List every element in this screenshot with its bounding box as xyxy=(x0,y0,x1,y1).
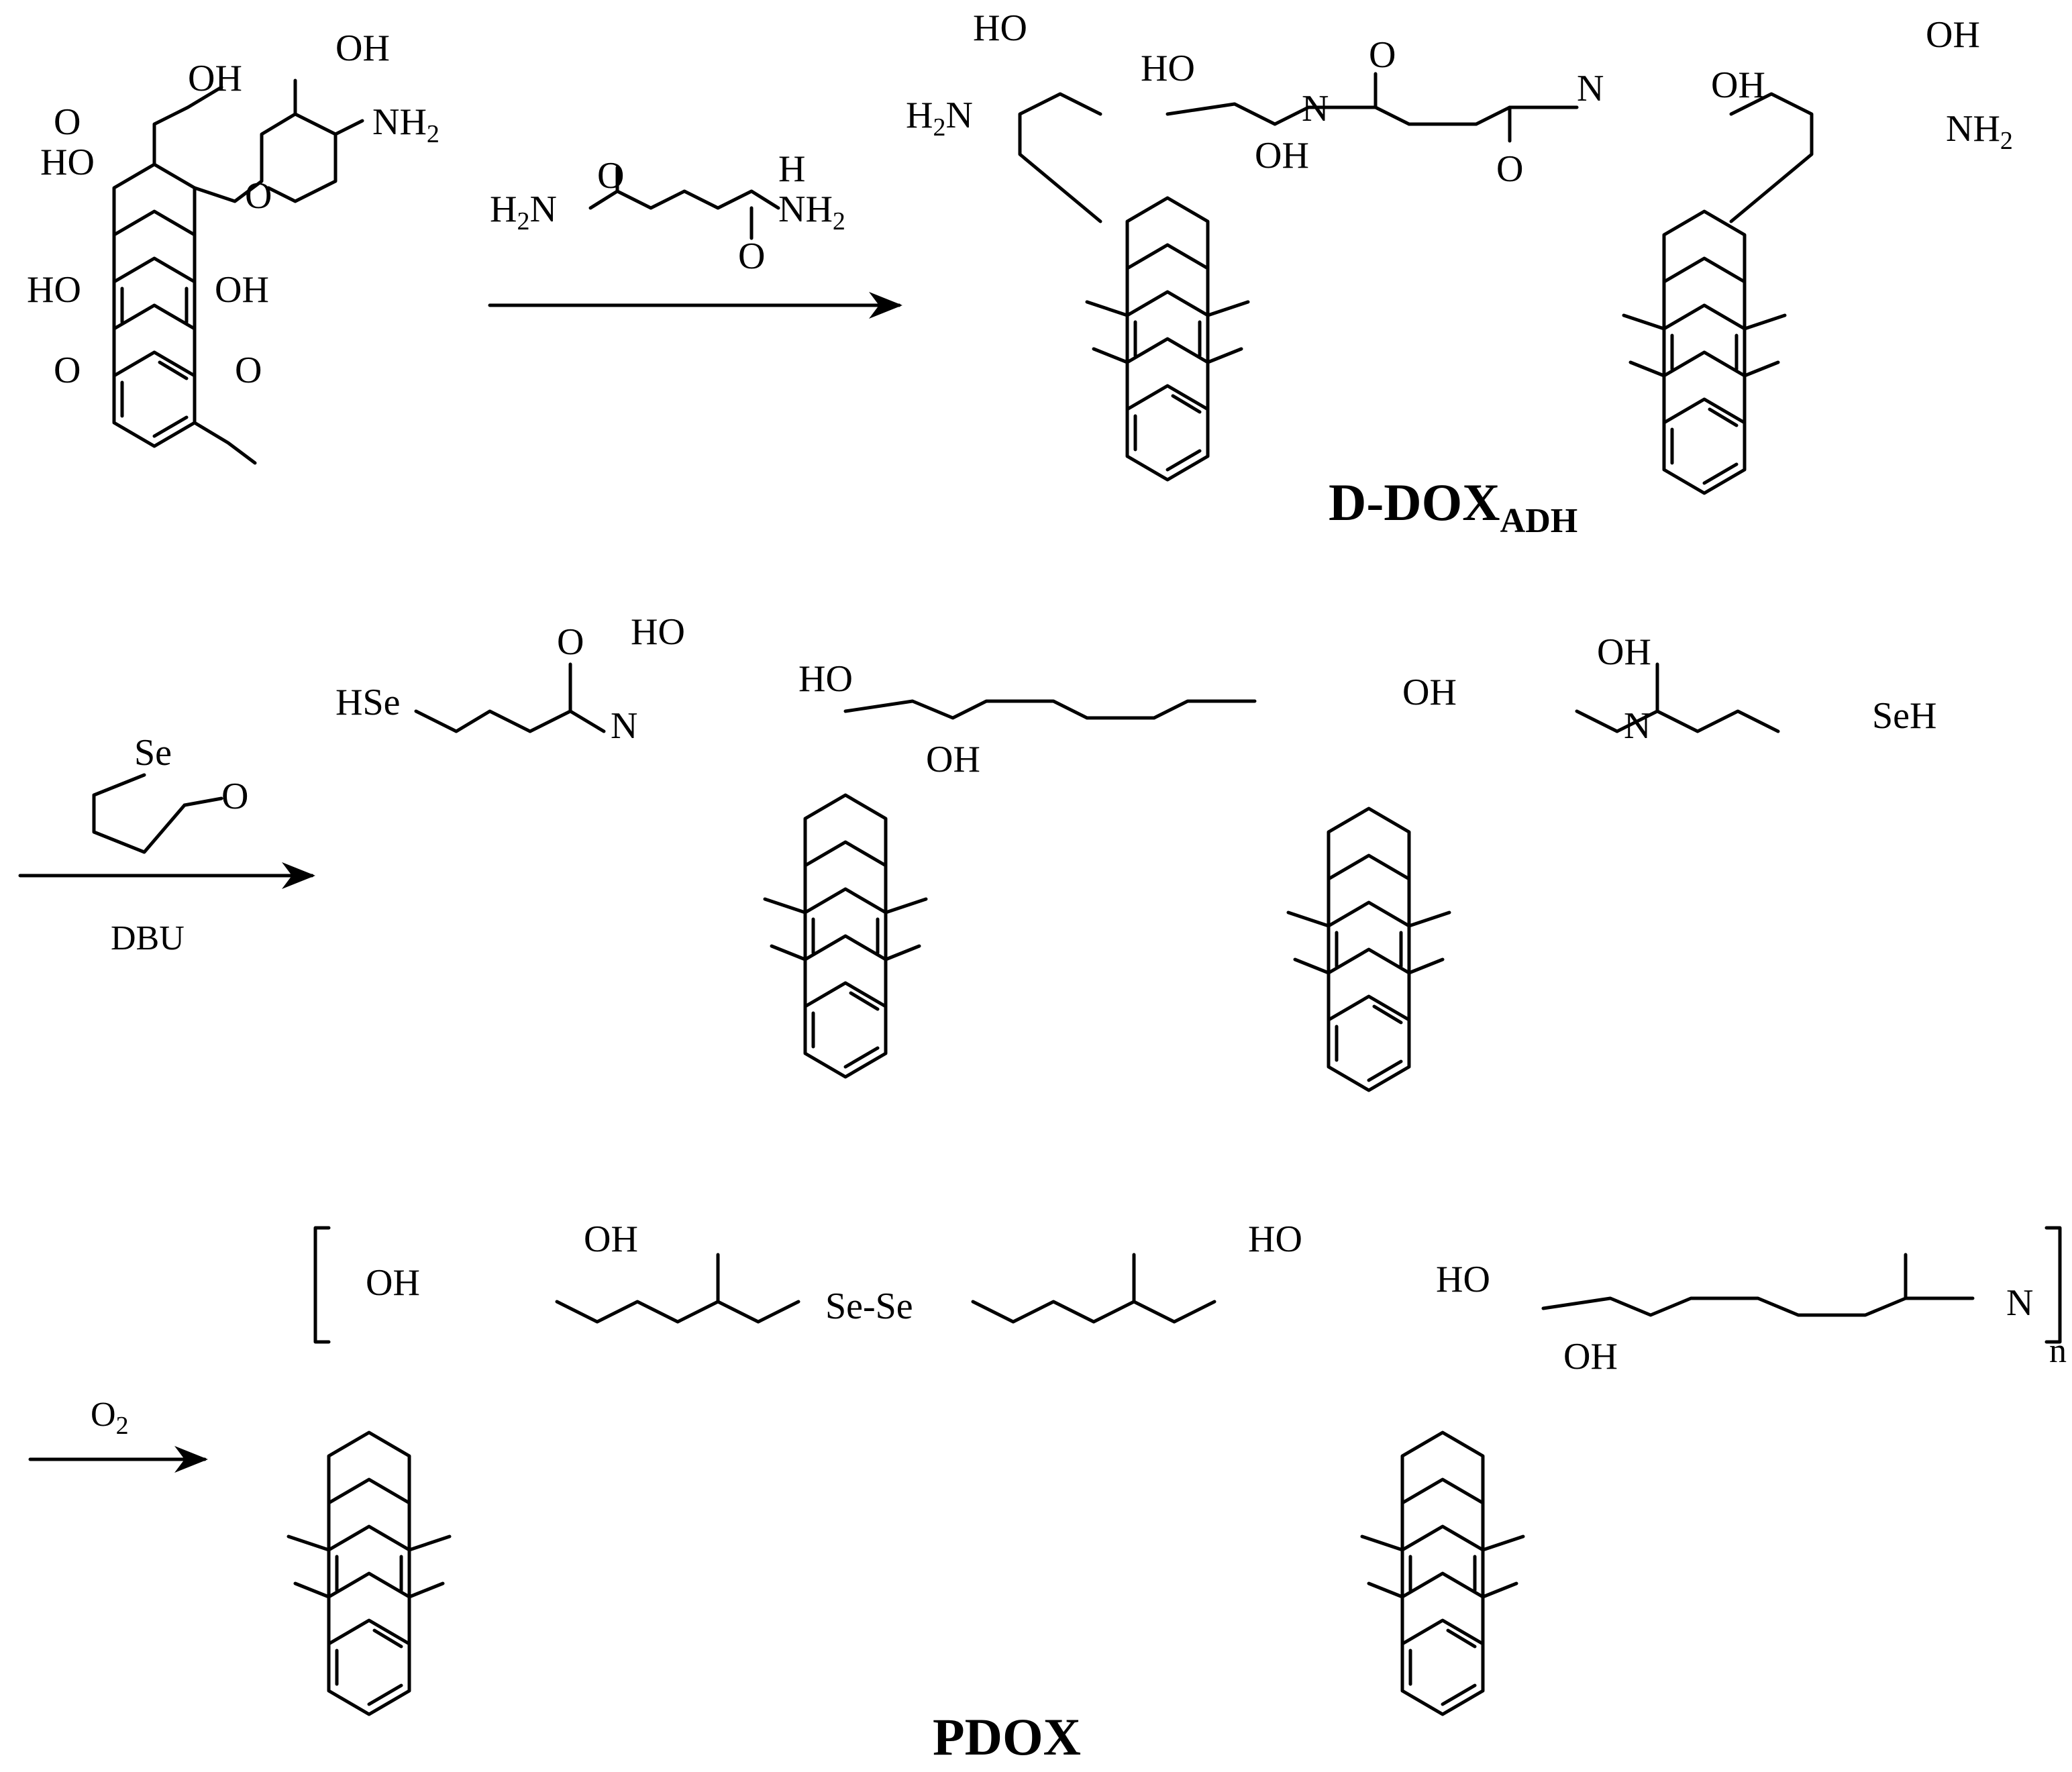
atom-O: O xyxy=(738,236,765,277)
reagent-dbu: DBU xyxy=(111,919,185,957)
atom-OH: OH xyxy=(584,1218,638,1260)
atom-O: O xyxy=(1496,148,1523,190)
atom-OH: OH xyxy=(366,1262,420,1304)
atom-NH: N xyxy=(611,705,637,747)
atom-HO: HO xyxy=(1248,1218,1302,1260)
atom-N: N xyxy=(1302,88,1329,129)
adipic-dihydrazide-reagent: H2N O O H NH2 xyxy=(490,148,845,277)
atom-OH: OH xyxy=(188,58,242,99)
atom-HSe: HSe xyxy=(335,682,400,723)
atom-Se-Se: Se-Se xyxy=(825,1286,913,1327)
atom-Se: Se xyxy=(134,732,172,774)
atom-SeH: SeH xyxy=(1872,695,1936,737)
atom-HO: HO xyxy=(27,269,81,311)
atom-H2N: H2N xyxy=(490,189,557,236)
atom-OH: OH xyxy=(1402,672,1457,713)
repeat-unit-n: n xyxy=(2049,1332,2067,1370)
atom-N: N xyxy=(2006,1282,2033,1324)
product-label-d-dox-adh: D-DOXADH xyxy=(1329,473,1577,540)
pdox-polymer-structure: Se-Se OH OH HO HO OH N n PDOX xyxy=(289,1218,2067,1766)
atom-NH: N xyxy=(1624,705,1651,747)
atom-NH2: NH2 xyxy=(1946,108,2013,155)
atom-H: H xyxy=(778,148,805,190)
atom-O: O xyxy=(54,350,81,391)
atom-O: O xyxy=(54,101,81,143)
atom-HO: HO xyxy=(631,611,685,653)
atom-NH2: NH2 xyxy=(778,189,845,236)
selenol-intermediate-structure: HSe O N HO HO OH OH OH N SeH xyxy=(335,611,1936,1090)
atom-O: O xyxy=(221,776,248,817)
atom-HO: HO xyxy=(973,7,1027,49)
atom-OH: OH xyxy=(335,28,390,69)
atom-HO: HO xyxy=(1141,48,1195,89)
atom-OH: OH xyxy=(1563,1336,1618,1377)
atom-O: O xyxy=(1369,34,1396,76)
atom-H2N: H2N xyxy=(906,95,973,142)
atom-HO: HO xyxy=(40,142,95,183)
atom-N: N xyxy=(1577,68,1604,109)
doxorubicin-structure: OH O HO O OH NH2 HO OH O O xyxy=(27,28,439,465)
atom-OH: OH xyxy=(1711,64,1765,106)
reagent-o2: O2 xyxy=(91,1396,129,1440)
product-label-pdox: PDOX xyxy=(933,1708,1081,1766)
atom-OH: OH xyxy=(215,269,269,311)
selenolactone-reagent: Se O xyxy=(92,732,248,854)
atom-OH: OH xyxy=(1597,631,1651,673)
atom-O: O xyxy=(235,350,262,391)
atom-OH: OH xyxy=(1255,135,1309,176)
atom-O: O xyxy=(245,175,272,217)
d-dox-adh-structure: H2N HO HO OH N O O N OH OH NH2 D-DOXADH xyxy=(906,7,2013,540)
atom-OH: OH xyxy=(1926,14,1980,56)
atom-NH2: NH2 xyxy=(372,101,439,148)
atom-O: O xyxy=(557,621,584,663)
atom-OH: OH xyxy=(926,739,980,780)
atom-HO: HO xyxy=(1436,1259,1490,1300)
atom-HO: HO xyxy=(798,658,853,700)
atom-O: O xyxy=(597,155,624,197)
